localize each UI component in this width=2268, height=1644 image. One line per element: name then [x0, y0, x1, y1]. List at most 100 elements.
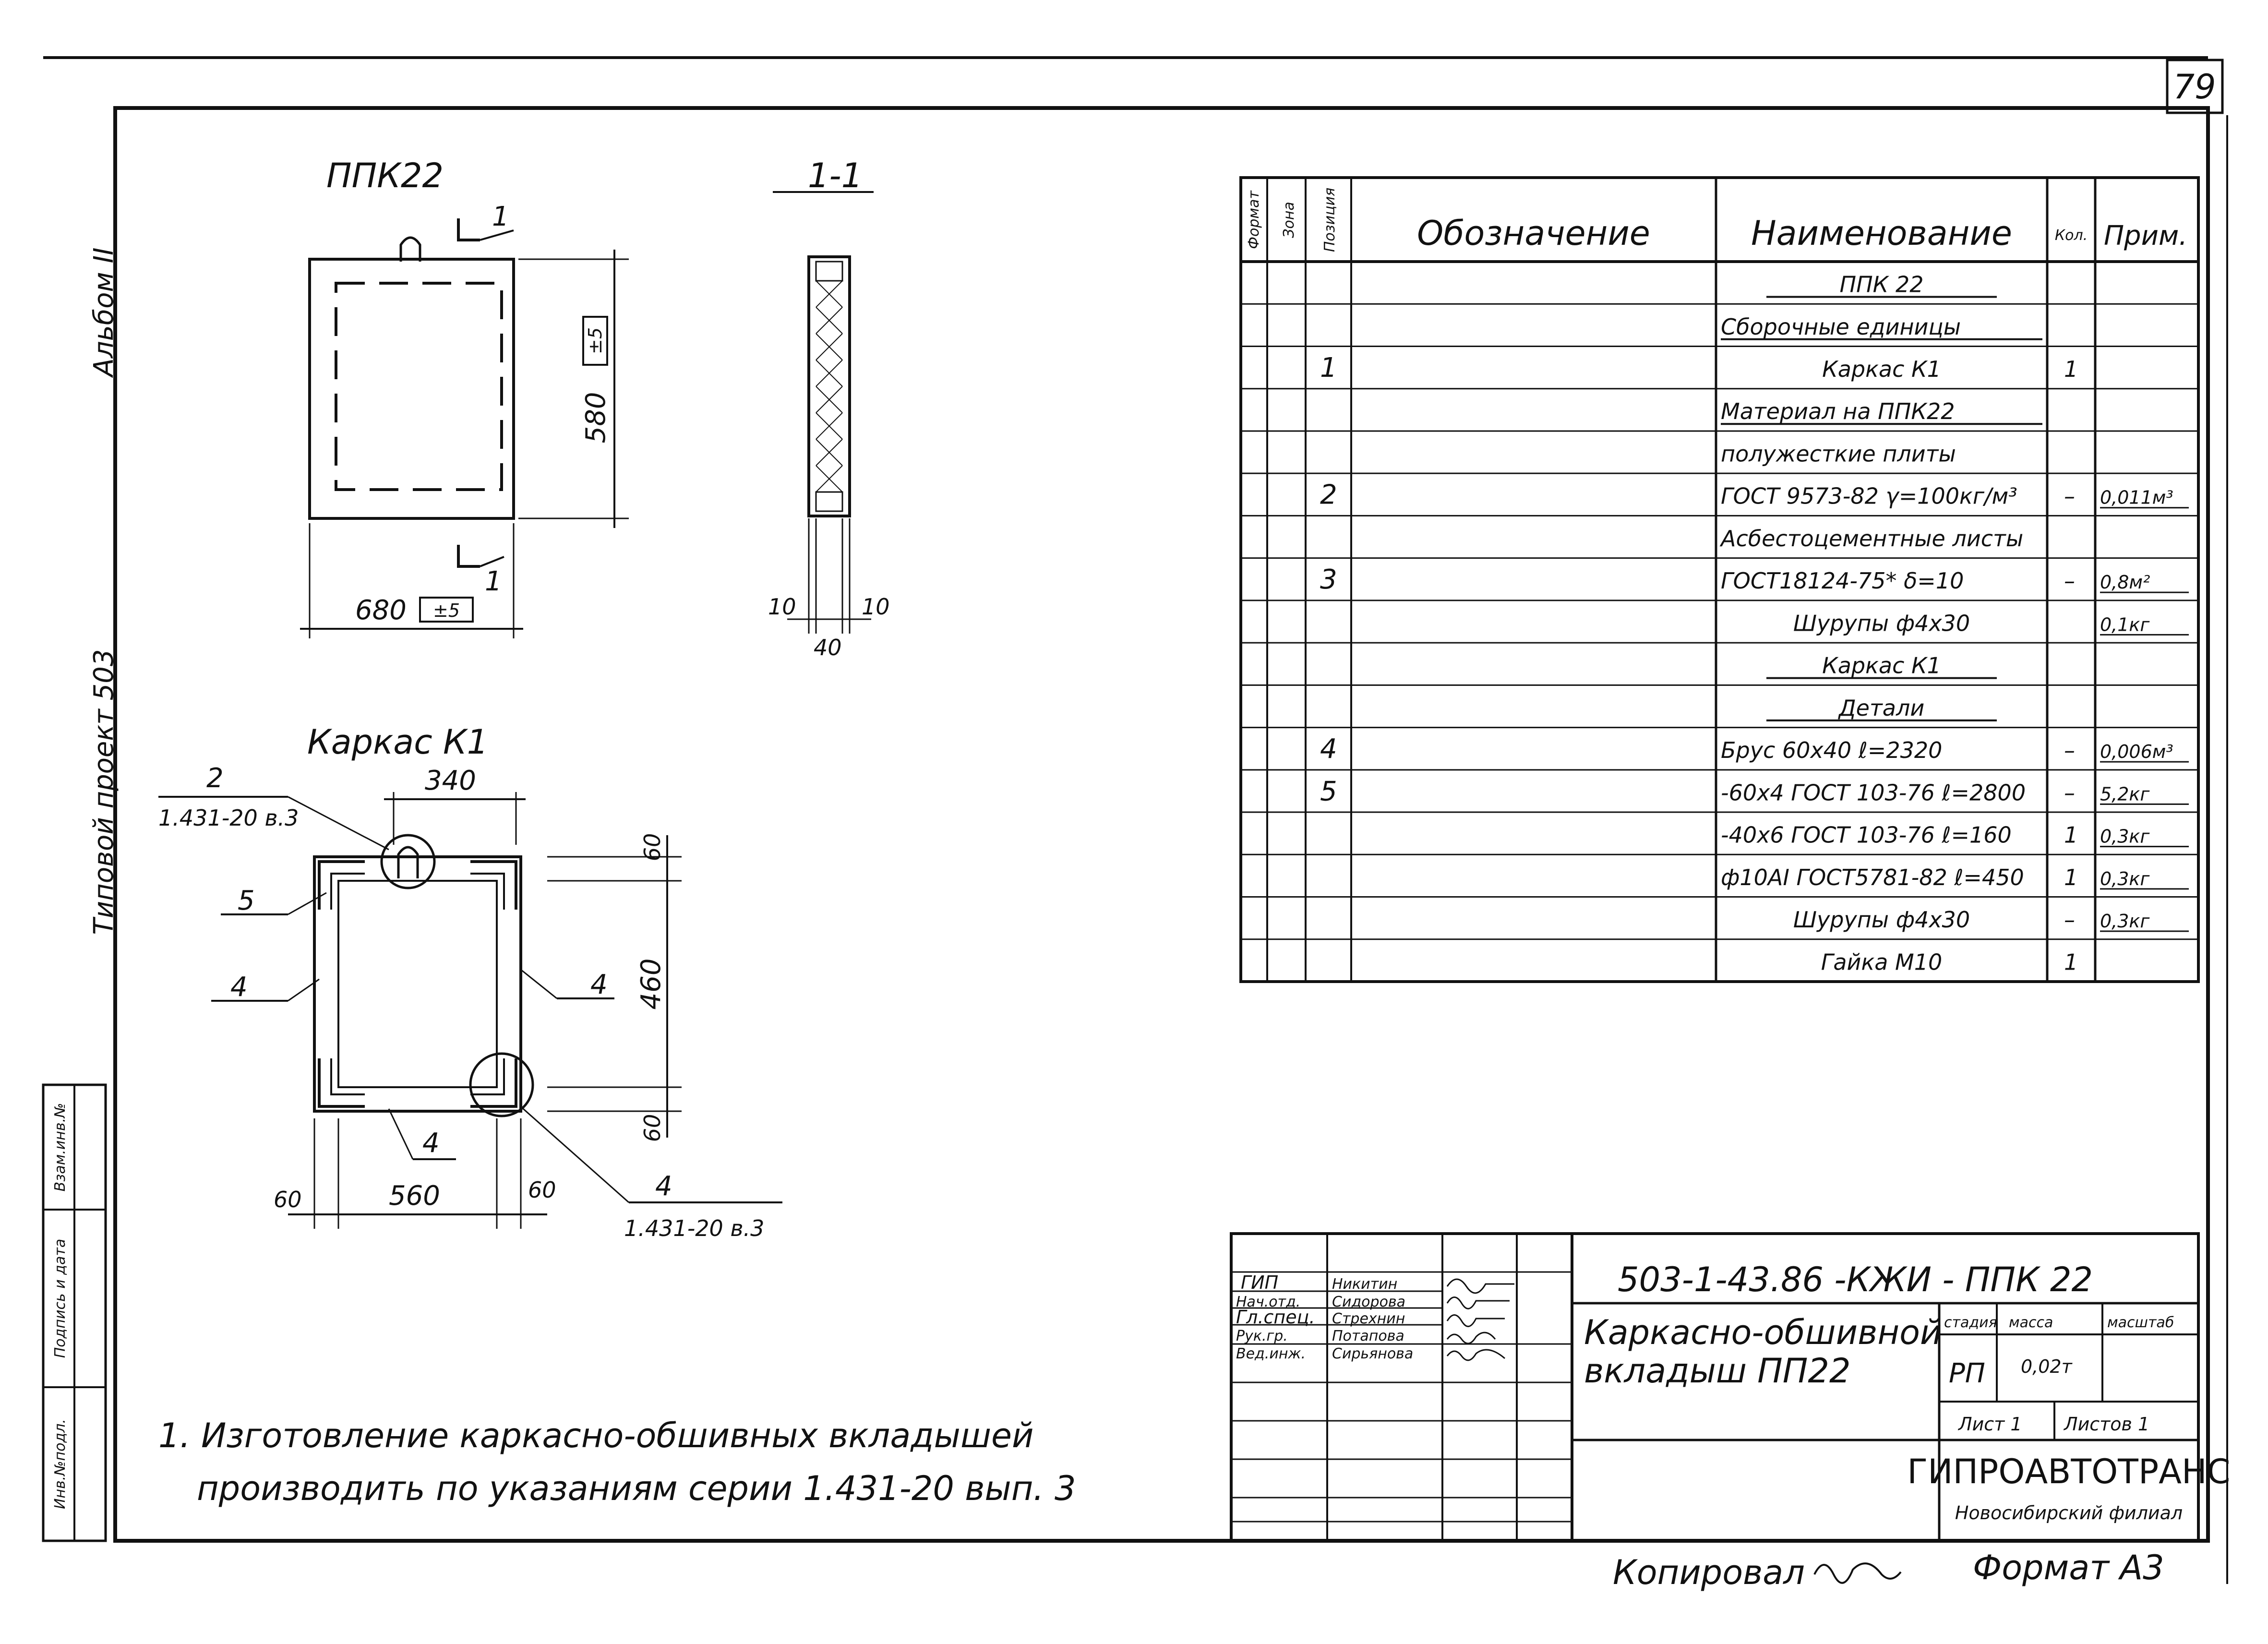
spec-name: Гайка М10	[1821, 949, 1943, 975]
header-pos: Позиция	[1321, 188, 1338, 252]
spec-name: Каркас К1	[1822, 653, 1941, 679]
spec-qty: 1	[2064, 356, 2078, 382]
section-mark-top	[457, 218, 480, 241]
note-line-2: производить по указаниям серии 1.431-20 …	[197, 1469, 1076, 1508]
spec-name: Каркас К1	[1822, 356, 1941, 382]
spec-pos: 2	[1320, 480, 1337, 511]
stage-value: РП	[1949, 1358, 1985, 1389]
strip-replace-label: Взам.инв.№	[52, 1103, 69, 1192]
header-zone: Зона	[1281, 202, 1297, 238]
format-label: Формат А3	[1973, 1548, 2164, 1587]
dim-560: 560	[389, 1180, 440, 1212]
section-mark-bottom	[457, 545, 480, 568]
width-tol: ±5	[433, 600, 460, 621]
title-row-lines	[1231, 1271, 1572, 1523]
top-dim: 340	[425, 765, 476, 796]
stage-label: стадия	[1944, 1314, 1997, 1331]
mass-value: 0,02т	[2021, 1356, 2073, 1377]
spec-note: 0,3кг	[2100, 826, 2150, 847]
callout-2-ref: 1.431-20 в.3	[158, 805, 299, 831]
org-name: ГИПРОАВТОТРАНС	[1907, 1452, 2230, 1491]
spec-qty: –	[2064, 568, 2075, 594]
spec-name: -40х6 ГОСТ 103-76 ℓ=160	[1721, 822, 2012, 848]
spec-note: 0,3кг	[2100, 868, 2150, 889]
page-number-box	[2166, 59, 2224, 114]
dim-60-bottom: 60	[639, 1114, 665, 1142]
height-tol: ±5	[585, 327, 606, 354]
callout-2-num: 2	[206, 763, 224, 794]
frame-title: Каркас К1	[307, 722, 488, 762]
detail-circle-bottom	[469, 1052, 534, 1117]
frame-k1: Каркас К1 340 2 1.431-20 в.3 5 4 4	[158, 722, 782, 1241]
height-dim: 580	[580, 392, 612, 444]
spec-row: -40х6 ГОСТ 103-76 ℓ=160 1 0,3кг	[1721, 822, 2189, 848]
inner-frame	[113, 106, 2210, 1543]
role-2: Гл.спец.	[1236, 1307, 1315, 1328]
spec-qty: 1	[2064, 949, 2078, 975]
section-mark-bottom-label: 1	[485, 566, 502, 597]
panel-outline	[308, 258, 515, 520]
doc-code: 503-1-43.86 -КЖИ - ППК 22	[1618, 1260, 2093, 1299]
spec-row: Шурупы ф4х30–0,3кг	[1793, 907, 2189, 933]
spec-note: 0,006м³	[2100, 741, 2173, 762]
copied-label: Копировал	[1613, 1553, 1805, 1592]
spec-name: Сборочные единицы	[1721, 314, 1961, 340]
spec-row: Материал на ППК22	[1721, 398, 2042, 425]
sheet-label: Лист 1	[1957, 1414, 2022, 1435]
name-1: Сидорова	[1332, 1294, 1405, 1310]
mass-label: масса	[2009, 1314, 2053, 1331]
name-4: Сирьянова	[1332, 1345, 1413, 1362]
spec-name: Брус 60х40 ℓ=2320	[1721, 737, 1942, 763]
spec-name: Асбестоцементные листы	[1719, 526, 2023, 552]
section-dim-left: 10	[768, 594, 796, 620]
header-format: Формат	[1246, 190, 1262, 249]
spec-name: -60х4 ГОСТ 103-76 ℓ=2800	[1721, 780, 2026, 805]
spec-note: 5,2кг	[2100, 783, 2150, 804]
spec-qty: –	[2064, 483, 2075, 509]
spec-qty: 1	[2064, 822, 2078, 848]
callout-4-ref: 1.431-20 в.3	[624, 1215, 764, 1241]
signatures	[1446, 1278, 1514, 1361]
spec-name: Материал на ППК22	[1721, 398, 1955, 424]
header-name: Наименование	[1751, 214, 2012, 253]
spec-name: ф10АI ГОСТ5781-82 ℓ=450	[1721, 864, 2024, 890]
corner-bracket-bl	[318, 1058, 365, 1108]
view-ppk22-title: ППК22	[326, 156, 444, 195]
copier-signature	[1813, 1562, 1902, 1584]
branch-name: Новосибирский филиал	[1955, 1502, 2183, 1524]
callout-4-num: 4	[655, 1171, 672, 1202]
label-5: 5	[238, 885, 255, 916]
scale-label: масштаб	[2107, 1314, 2174, 1331]
corner-bracket-br	[470, 1058, 517, 1108]
name-0: Никитин	[1332, 1276, 1397, 1293]
spec-name: ППК 22	[1840, 272, 1924, 298]
title-block: ГИП Нач.отд. Гл.спец. Рук.гр. Вед.инж. Н…	[1230, 1232, 2231, 1542]
strip-sign-label: Подпись и дата	[52, 1239, 69, 1358]
section-title: 1-1	[808, 156, 863, 195]
corner-bracket-tl	[318, 860, 365, 910]
spec-pos: 5	[1320, 776, 1337, 807]
section-mark-top-label: 1	[492, 201, 509, 232]
role-0: ГИП	[1241, 1272, 1278, 1293]
section-dim-right: 10	[862, 594, 890, 620]
role-3: Рук.гр.	[1236, 1328, 1288, 1344]
label-4-bottom: 4	[422, 1128, 440, 1159]
role-4: Вед.инж.	[1236, 1345, 1306, 1362]
panel-inner-dashed	[335, 282, 503, 491]
width-dim: 680	[355, 595, 407, 626]
spec-qty: 1	[2064, 864, 2078, 890]
lifting-loop	[399, 236, 421, 262]
spec-name: Шурупы ф4х30	[1793, 907, 1970, 933]
spec-row: Каркас К1	[1766, 653, 1997, 679]
spec-table: Формат Зона Позиция Обозначение Наименов…	[1239, 176, 2200, 983]
dim-60-top: 60	[639, 833, 665, 862]
section-dim-total: 40	[814, 635, 842, 660]
spec-row: Детали	[1766, 695, 1997, 721]
